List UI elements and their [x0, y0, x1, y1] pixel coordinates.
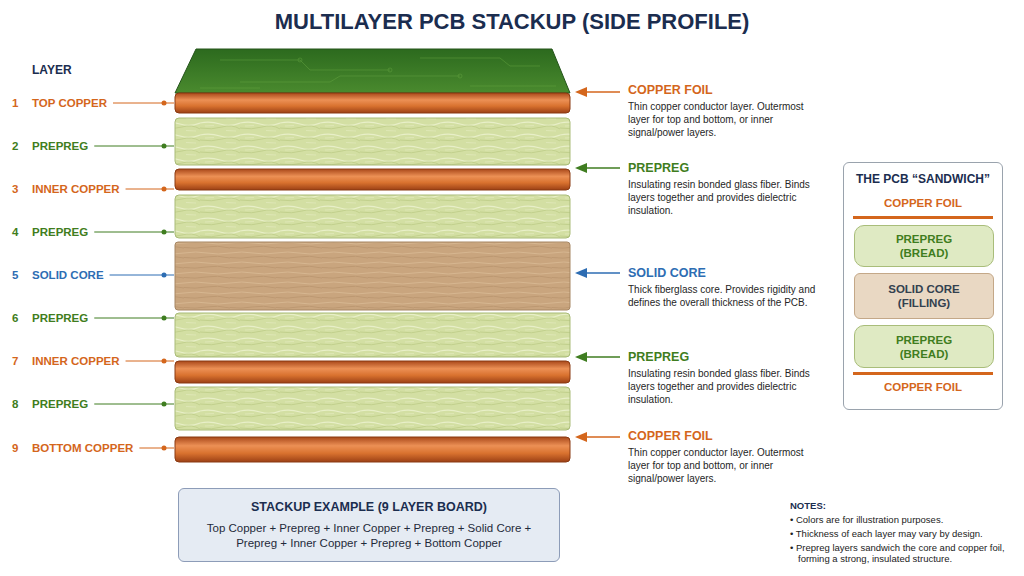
- callout-body: Insulating resin bonded glass fiber. Bin…: [628, 178, 828, 217]
- box-label: PREPREG (BREAD): [879, 333, 969, 361]
- callout-heading: COPPER FOIL: [628, 83, 713, 98]
- leader-line: [126, 361, 174, 362]
- callout-number: 9: [12, 441, 18, 455]
- callout-number: 8: [12, 397, 18, 411]
- box-label: PREPREG (BREAD): [879, 232, 969, 260]
- notes-heading: NOTES:: [790, 500, 826, 511]
- callout-heading: COPPER FOIL: [628, 429, 713, 444]
- layer-name: BOTTOM COPPER: [32, 441, 133, 455]
- panel-title: THE PCB “SANDWICH”: [856, 172, 990, 186]
- layer-name: PREPREG: [32, 311, 88, 325]
- callout-number: 1: [12, 96, 18, 110]
- copper-foil-label: COPPER FOIL: [853, 380, 993, 394]
- callout-heading: PREPREG: [628, 350, 689, 365]
- stackup-example-box: STACKUP EXAMPLE (9 LAYER BOARD) Top Coppe…: [178, 488, 560, 562]
- layer-name: TOP COPPER: [32, 96, 107, 110]
- callout-body: Insulating resin bonded glass fiber. Bin…: [628, 367, 828, 406]
- diagram-title: MULTILAYER PCB STACKUP (SIDE PROFILE): [0, 9, 1024, 35]
- callout-body: Thick fiberglass core. Provides rigidity…: [628, 283, 828, 309]
- box-heading: STACKUP EXAMPLE (9 LAYER BOARD): [251, 500, 487, 515]
- copper-foil-label: COPPER FOIL: [853, 196, 993, 210]
- callout-heading: PREPREG: [628, 161, 689, 176]
- callout-number: 4: [12, 225, 18, 239]
- leader-line: [139, 448, 174, 449]
- layer-name: PREPREG: [32, 139, 88, 153]
- leader-dot: [162, 187, 167, 192]
- layer-name: PREPREG: [32, 225, 88, 239]
- leader-dot: [162, 316, 167, 321]
- column-heading: LAYER: [32, 63, 72, 77]
- note-item: • Colors are for illustration purposes.: [790, 514, 1024, 525]
- note-item: • Prepreg layers sandwich the core and c…: [790, 542, 1024, 564]
- callout-number: 2: [12, 139, 18, 153]
- leader-dot: [162, 144, 167, 149]
- leader-dot: [162, 446, 167, 451]
- leader-dot: [162, 402, 167, 407]
- prepreg-box: PREPREG (BREAD): [854, 225, 994, 267]
- callout-number: 5: [12, 268, 18, 282]
- layer-name: PREPREG: [32, 397, 88, 411]
- layer-name: INNER COPPER: [32, 182, 120, 196]
- callout-number: 7: [12, 354, 18, 368]
- callout-number: 3: [12, 182, 18, 196]
- callout-body: Thin copper conductor layer. Outermost l…: [628, 100, 828, 139]
- leader-dot: [162, 273, 167, 278]
- leader-dot: [162, 230, 167, 235]
- core-box: SOLID CORE (FILLING): [854, 273, 994, 319]
- callout-number: 6: [12, 311, 18, 325]
- layer-name: SOLID CORE: [32, 268, 104, 282]
- note-item: • Thickness of each layer may vary by de…: [790, 528, 1024, 539]
- box-label: SOLID CORE (FILLING): [879, 282, 969, 310]
- callout-heading: SOLID CORE: [628, 266, 706, 281]
- leader-dot: [162, 101, 167, 106]
- callout-body: Thin copper conductor layer. Outermost l…: [628, 446, 828, 485]
- layer-name: INNER COPPER: [32, 354, 120, 368]
- leader-line: [126, 189, 174, 190]
- leader-dot: [162, 359, 167, 364]
- prepreg-box: PREPREG (BREAD): [854, 325, 994, 368]
- box-body: Top Copper + Prepreg + Inner Copper + Pr…: [189, 521, 549, 551]
